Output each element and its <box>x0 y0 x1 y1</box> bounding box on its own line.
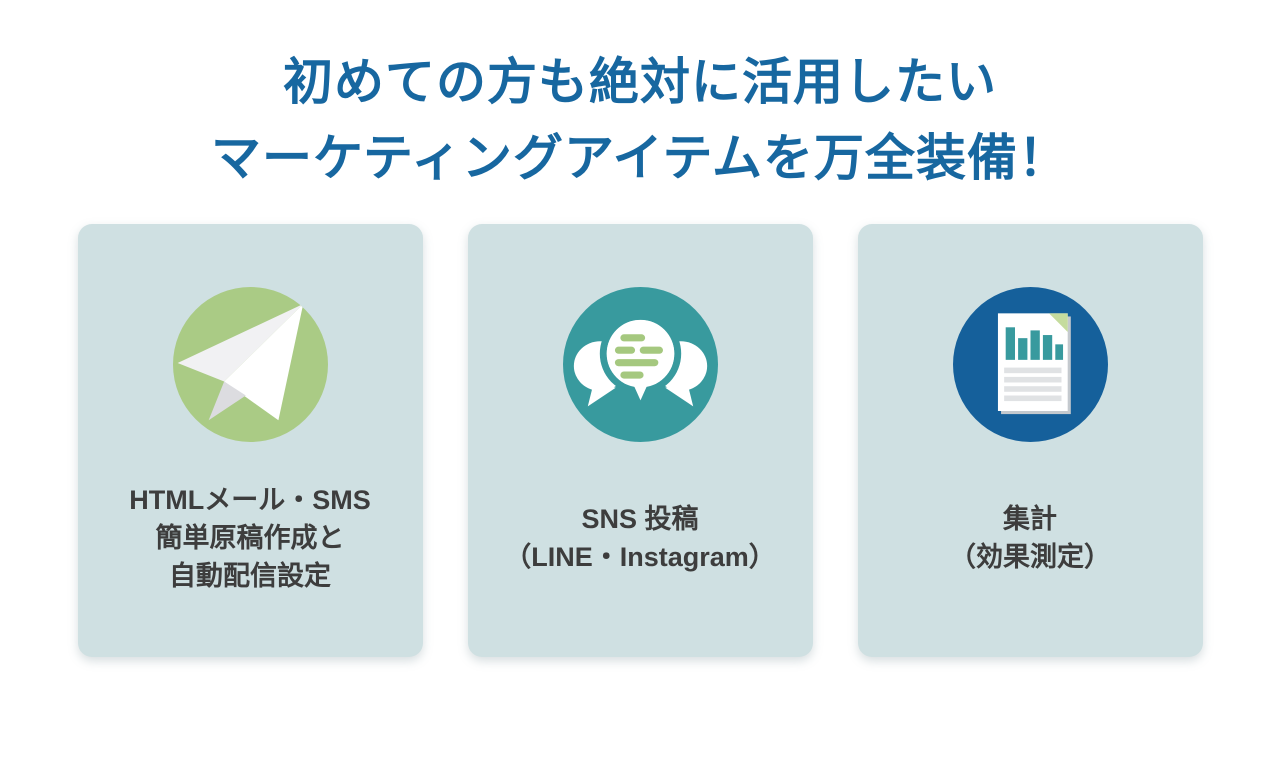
report-chart-icon <box>952 287 1108 442</box>
speech-bubbles-icon <box>562 287 718 442</box>
card-caption-line: 簡単原稿作成と <box>155 522 345 553</box>
paper-plane-icon <box>172 287 328 442</box>
card-caption-line: （効果測定） <box>949 541 1111 572</box>
title-line-1: 初めての方も絶対に活用したい <box>283 54 997 110</box>
title-line-2: マーケティングアイテムを万全装備！ <box>211 130 1069 186</box>
card-caption: HTMLメール・SMS 簡単原稿作成と 自動配信設定 <box>129 442 370 657</box>
card-caption-line: 自動配信設定 <box>168 560 331 591</box>
card-caption-line: HTMLメール・SMS <box>129 484 371 515</box>
card-aggregation: 集計 （効果測定） <box>857 224 1203 657</box>
feature-cards: HTMLメール・SMS 簡単原稿作成と 自動配信設定 <box>0 224 1280 657</box>
card-caption: 集計 （効果測定） <box>949 442 1111 657</box>
card-sns-post: SNS 投稿 （LINE・Instagram） <box>467 224 813 657</box>
infographic-slide: 初めての方も絶対に活用したい マーケティングアイテムを万全装備！ HTMLメール… <box>0 44 1280 764</box>
card-caption-line: 集計 <box>1003 503 1057 534</box>
card-html-mail-sms: HTMLメール・SMS 簡単原稿作成と 自動配信設定 <box>77 224 423 657</box>
card-caption: SNS 投稿 （LINE・Instagram） <box>504 442 776 657</box>
card-caption-line: （LINE・Instagram） <box>504 541 776 572</box>
card-caption-line: SNS 投稿 <box>581 503 699 534</box>
page-title: 初めての方も絶対に活用したい マーケティングアイテムを万全装備！ <box>0 44 1280 196</box>
